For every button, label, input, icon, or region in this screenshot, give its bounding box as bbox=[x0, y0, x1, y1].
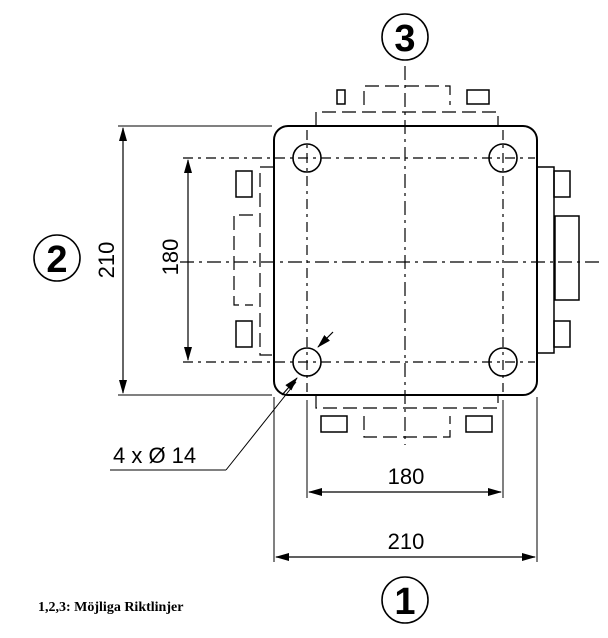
mounting-hole bbox=[488, 143, 518, 173]
mounting-hole bbox=[488, 347, 518, 377]
dim-180-horizontal-label: 180 bbox=[388, 464, 425, 489]
hole-callout-label: 4 x Ø 14 bbox=[113, 443, 196, 468]
dim-210-horizontal-label: 210 bbox=[388, 529, 425, 554]
guide-marker-3 bbox=[381, 13, 429, 61]
guide-2-label: 2 bbox=[46, 239, 67, 281]
guide-1-label: 1 bbox=[394, 581, 415, 623]
guide-3-label: 3 bbox=[394, 18, 415, 60]
dim-180-vertical-label: 180 bbox=[158, 239, 183, 276]
guide-marker-1 bbox=[381, 576, 429, 624]
dim-210-vertical-label: 210 bbox=[94, 242, 119, 279]
caption: 1,2,3: Möjliga Riktlinjer bbox=[38, 600, 184, 615]
mounting-hole bbox=[292, 143, 322, 173]
mounting-hole bbox=[292, 347, 322, 377]
guide-marker-2 bbox=[33, 234, 81, 282]
